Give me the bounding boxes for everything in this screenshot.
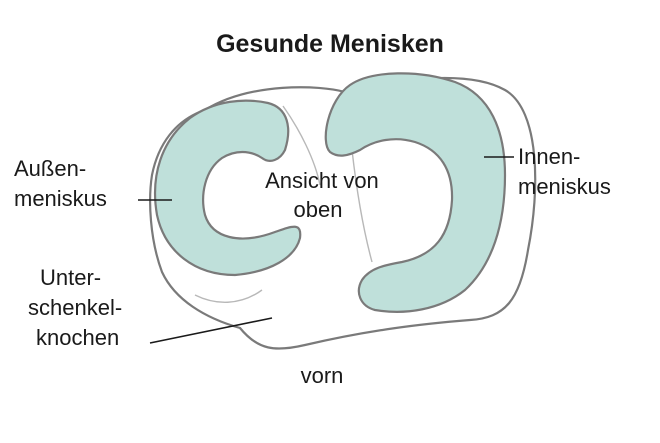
view-label-line-2: oben [294, 197, 343, 222]
tibia-label-line-3: knochen [36, 325, 119, 350]
medial-meniscus [324, 72, 507, 313]
diagram-title: Gesunde Menisken [216, 30, 444, 58]
lateral-meniscus-label-line-2: meniskus [14, 186, 107, 211]
tibia-inner-line-left [194, 289, 263, 303]
lateral-meniscus-label: Außen- meniskus [14, 156, 107, 211]
tibia-inner-line-center [282, 105, 321, 186]
front-label: vorn [301, 363, 344, 388]
medial-meniscus-label-line-1: Innen- [518, 144, 580, 169]
tibia-leader [149, 317, 273, 344]
lateral-meniscus [153, 99, 302, 277]
medial-meniscus-label-line-2: meniskus [518, 174, 611, 199]
tibia-label: Unter- schenkel- knochen [28, 265, 128, 350]
tibia-inner-line-right [351, 149, 373, 263]
view-label-line-1: Ansicht von [265, 168, 379, 193]
tibia-label-line-1: Unter- [40, 265, 101, 290]
lateral-meniscus-label-line-1: Außen- [14, 156, 86, 181]
medial-meniscus-label: Innen- meniskus [518, 144, 611, 199]
view-label: Ansicht von oben [265, 168, 385, 222]
tibia-label-line-2: schenkel- [28, 295, 122, 320]
